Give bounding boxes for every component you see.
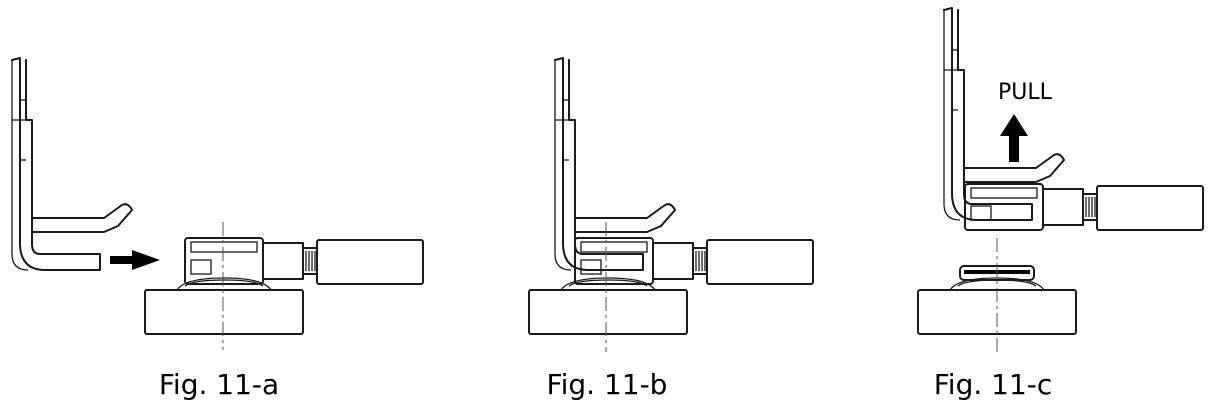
- connector-assembly: [574, 237, 814, 285]
- base-block: [528, 277, 688, 335]
- figure-11-b: [528, 57, 814, 352]
- figure-caption-c: Fig. 11-c: [933, 368, 1053, 401]
- removal-tool: [11, 57, 133, 271]
- figure-11-c: [917, 7, 1204, 352]
- base-block: [144, 277, 304, 335]
- insert-arrow: [110, 250, 160, 270]
- pull-arrow: [1000, 114, 1028, 162]
- figure-caption-b: Fig. 11-b: [546, 368, 668, 401]
- connector-assembly: [964, 183, 1204, 231]
- figure-11-a: [11, 57, 424, 350]
- connector-assembly: [184, 237, 424, 285]
- figure-caption-a: Fig. 11-a: [158, 368, 280, 401]
- pull-label: PULL: [998, 80, 1052, 105]
